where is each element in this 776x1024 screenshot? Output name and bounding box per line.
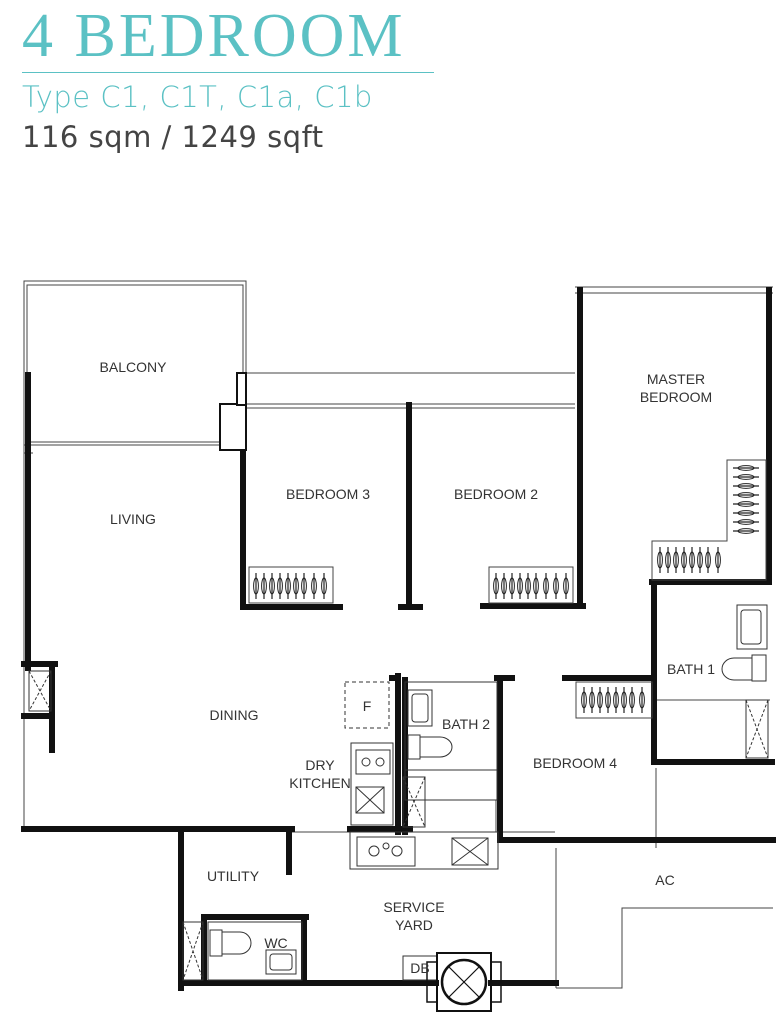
label-balcony: BALCONY	[100, 359, 168, 375]
shafts	[28, 670, 769, 981]
label-db: DB	[410, 960, 429, 976]
label-dining: DINING	[210, 707, 259, 723]
label-ac: AC	[655, 872, 674, 888]
label-service-line2: YARD	[395, 917, 433, 933]
bath-1-fixtures	[721, 604, 768, 682]
label-bath-1: BATH 1	[667, 661, 715, 677]
label-bedroom-3: BEDROOM 3	[286, 486, 370, 502]
plan-title: 4 BEDROOM	[22, 2, 406, 70]
wardrobe-bedroom-4	[575, 681, 653, 719]
columns	[219, 372, 247, 451]
label-master-line2: BEDROOM	[640, 389, 712, 405]
fridge	[344, 681, 390, 729]
label-bath-2: BATH 2	[442, 716, 490, 732]
wardrobe-bedroom-3	[248, 566, 334, 604]
label-master-line1: MASTER	[647, 371, 705, 387]
dry-kitchen-counter	[350, 742, 394, 826]
wardrobe-bedroom-2	[488, 566, 574, 604]
unit-types: Type C1, C1T, C1a, C1b	[22, 80, 373, 114]
label-living: LIVING	[110, 511, 156, 527]
label-bedroom-4: BEDROOM 4	[533, 755, 617, 771]
label-fridge: F	[363, 698, 372, 714]
title-divider	[22, 72, 434, 73]
label-utility: UTILITY	[207, 868, 260, 884]
label-dry-kitchen-line2: KITCHEN	[289, 775, 350, 791]
wc-fixtures	[207, 921, 303, 981]
label-wc: WC	[264, 935, 287, 951]
label-service-line1: SERVICE	[383, 899, 444, 915]
wardrobe-master-bedroom	[651, 459, 767, 581]
unit-area: 116 sqm / 1249 sqft	[22, 120, 324, 154]
label-bedroom-2: BEDROOM 2	[454, 486, 538, 502]
fan-unit	[426, 952, 502, 1012]
label-dry-kitchen-line1: DRY	[305, 757, 335, 773]
service-yard-counter	[349, 831, 499, 870]
bath-2-fixtures	[404, 681, 498, 801]
